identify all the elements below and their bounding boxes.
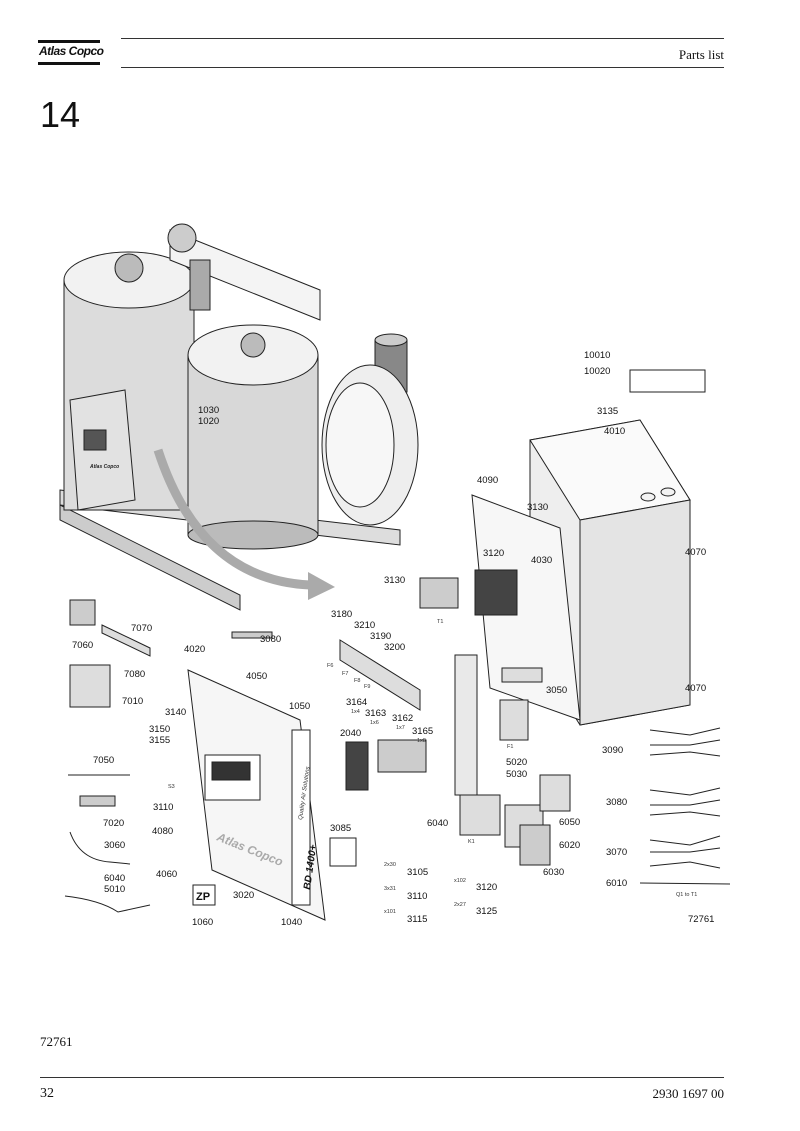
zp-label: ZP xyxy=(196,891,210,903)
callout-3130-upper: 3130 xyxy=(527,502,548,513)
mark-t1: T1 xyxy=(437,619,443,625)
callout-3155: 3155 xyxy=(149,735,170,746)
callout-3130-lower: 3130 xyxy=(384,575,405,586)
callout-3125: 3125 xyxy=(476,906,497,917)
callout-3120: 3120 xyxy=(483,548,504,559)
mark-s3: S3 xyxy=(168,784,175,790)
callout-4030: 4030 xyxy=(531,555,552,566)
callout-1060: 1060 xyxy=(192,917,213,928)
callout-4050: 4050 xyxy=(246,671,267,682)
callout-3050: 3050 xyxy=(546,685,567,696)
callout-3090: 3090 xyxy=(602,745,623,756)
control-box-brand: Atlas Copco xyxy=(89,464,119,470)
callout-10010: 10010 xyxy=(584,350,610,361)
mark-2x27: 2x27 xyxy=(454,902,466,908)
mark-2x30: 2x30 xyxy=(384,862,396,868)
callout-3085: 3085 xyxy=(330,823,351,834)
callout-7070: 7070 xyxy=(131,623,152,634)
callout-3120-connector: 3120 xyxy=(476,882,497,893)
callout-4070-upper: 4070 xyxy=(685,547,706,558)
callout-6030: 6030 xyxy=(543,867,564,878)
mark-f7: F7 xyxy=(342,671,348,677)
callout-3105: 3105 xyxy=(407,867,428,878)
callout-3020: 3020 xyxy=(233,890,254,901)
header-rule-bottom xyxy=(121,67,724,68)
callout-3115: 3115 xyxy=(407,914,427,925)
callout-10020: 10020 xyxy=(584,366,610,377)
callout-4090: 4090 xyxy=(477,475,498,486)
callout-3190: 3190 xyxy=(370,631,391,642)
mark-x102: x102 xyxy=(454,878,466,884)
callout-1020: 1020 xyxy=(198,416,219,427)
callout-7050: 7050 xyxy=(93,755,114,766)
page-number: 32 xyxy=(40,1086,54,1101)
header-rule-top xyxy=(121,38,724,39)
exploded-parts-drawing: 10010 10020 3135 4010 1030 1020 4090 313… xyxy=(59,223,731,928)
mark-1x6: 1x6 xyxy=(370,720,379,726)
logo-text: Atlas Copco xyxy=(39,44,104,58)
callout-3080-harness: 3080 xyxy=(606,797,627,808)
callout-6010: 6010 xyxy=(606,878,627,889)
callout-5030: 5030 xyxy=(506,769,527,780)
callout-3162: 3162 xyxy=(392,713,413,724)
figure-id: 72761 xyxy=(688,914,714,925)
callout-3140: 3140 xyxy=(165,707,186,718)
callout-5020: 5020 xyxy=(506,757,527,768)
callout-3110-door: 3110 xyxy=(153,802,173,813)
callout-7010: 7010 xyxy=(122,696,143,707)
callout-3200: 3200 xyxy=(384,642,405,653)
callout-4070-lower: 4070 xyxy=(685,683,706,694)
mark-1x8: 1x8 xyxy=(417,738,426,744)
callout-3210: 3210 xyxy=(354,620,375,631)
callout-3070: 3070 xyxy=(606,847,627,858)
mark-x101: x101 xyxy=(384,909,396,915)
callout-3163: 3163 xyxy=(365,708,386,719)
callout-1030: 1030 xyxy=(198,405,219,416)
callout-4010: 4010 xyxy=(604,426,625,437)
callout-1040: 1040 xyxy=(281,917,302,928)
callout-3060: 3060 xyxy=(104,840,125,851)
callout-1050: 1050 xyxy=(289,701,310,712)
callout-6040-cable: 6040 xyxy=(104,873,125,884)
mark-q1-to-t1: Q1 to T1 xyxy=(676,892,697,898)
callout-4060: 4060 xyxy=(156,869,177,880)
mark-f9: F9 xyxy=(364,684,370,690)
document-number: 2930 1697 00 xyxy=(652,1086,725,1101)
callout-6040: 6040 xyxy=(427,818,448,829)
mark-1x4: 1x4 xyxy=(351,709,360,715)
callout-3135: 3135 xyxy=(597,406,618,417)
callout-7060: 7060 xyxy=(72,640,93,651)
callout-6020: 6020 xyxy=(559,840,580,851)
callout-7080: 7080 xyxy=(124,669,145,680)
footer-rule xyxy=(40,1077,724,1078)
callout-3164: 3164 xyxy=(346,697,367,708)
callout-5010: 5010 xyxy=(104,884,125,895)
mark-f1: F1 xyxy=(507,744,513,750)
callout-4080: 4080 xyxy=(152,826,173,837)
section-number: 14 xyxy=(40,94,81,135)
callout-3180: 3180 xyxy=(331,609,352,620)
callout-4020: 4020 xyxy=(184,644,205,655)
mark-f8: F8 xyxy=(354,678,360,684)
callout-2040: 2040 xyxy=(340,728,361,739)
callout-3110-connector: 3110 xyxy=(407,891,427,902)
mark-f6: F6 xyxy=(327,663,333,669)
atlas-copco-logo: Atlas Copco xyxy=(38,40,104,66)
figure-caption: 72761 xyxy=(40,1034,73,1049)
callout-3165: 3165 xyxy=(412,726,433,737)
callout-3080-rail: 3080 xyxy=(260,634,281,645)
header-title: Parts list xyxy=(678,47,724,62)
mark-1x7: 1x7 xyxy=(396,725,405,731)
callout-3150: 3150 xyxy=(149,724,170,735)
callout-6050: 6050 xyxy=(559,817,580,828)
mark-3x31: 3x31 xyxy=(384,886,396,892)
callout-7020: 7020 xyxy=(103,818,124,829)
mark-k1: K1 xyxy=(468,839,475,845)
